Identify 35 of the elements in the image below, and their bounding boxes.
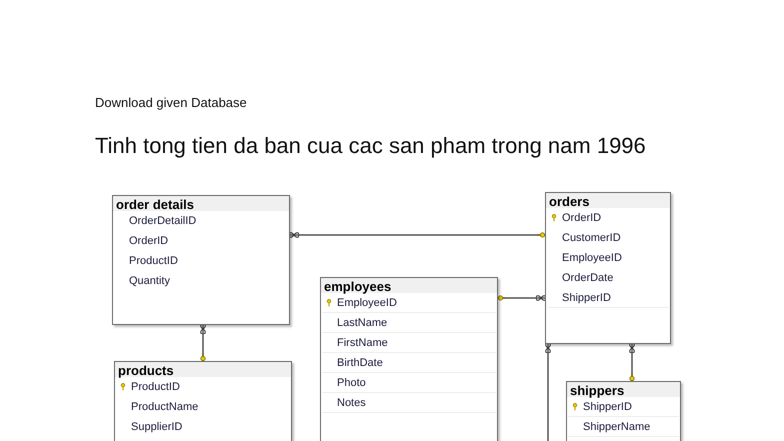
column-name: Quantity — [129, 274, 170, 286]
column-name: ShipperID — [562, 292, 611, 304]
table-name: shippers — [567, 382, 680, 397]
column-name: ShipperID — [583, 400, 632, 412]
column-name: EmployeeID — [337, 296, 397, 308]
column-name: EmployeeID — [562, 252, 622, 264]
column-name: LastName — [337, 316, 388, 328]
column-name: ProductName — [131, 400, 198, 412]
table-box — [545, 192, 671, 344]
relationship-line — [545, 342, 551, 441]
column-name: SupplierID — [131, 420, 182, 432]
table-name: order details — [113, 196, 289, 211]
column-name: Photo — [337, 376, 366, 388]
table-name: products — [115, 362, 291, 377]
intro-text: Download given Database — [95, 95, 247, 110]
column-name: OrderDetailID — [129, 214, 196, 226]
relationship-line — [200, 324, 206, 362]
column-name: ProductID — [131, 380, 180, 392]
table-name: orders — [546, 193, 670, 208]
column-name: OrderID — [562, 212, 602, 224]
column-name: BirthDate — [337, 356, 383, 368]
column-name: ShipperName — [583, 420, 650, 432]
relationship-line — [498, 295, 546, 301]
column-name: OrderDate — [562, 272, 614, 284]
relationship-line — [288, 232, 546, 238]
page-heading: Tinh tong tien da ban cua cac san pham trong nam 1996 — [95, 133, 646, 159]
table-box — [112, 195, 290, 325]
column-name: CustomerID — [562, 232, 621, 244]
relationship-line — [629, 342, 635, 382]
column-name: ProductID — [129, 254, 178, 266]
table-name: employees — [321, 278, 497, 293]
column-name: Notes — [337, 396, 366, 408]
column-name: FirstName — [337, 336, 388, 348]
table-box — [320, 277, 498, 441]
column-name: OrderID — [129, 234, 168, 246]
